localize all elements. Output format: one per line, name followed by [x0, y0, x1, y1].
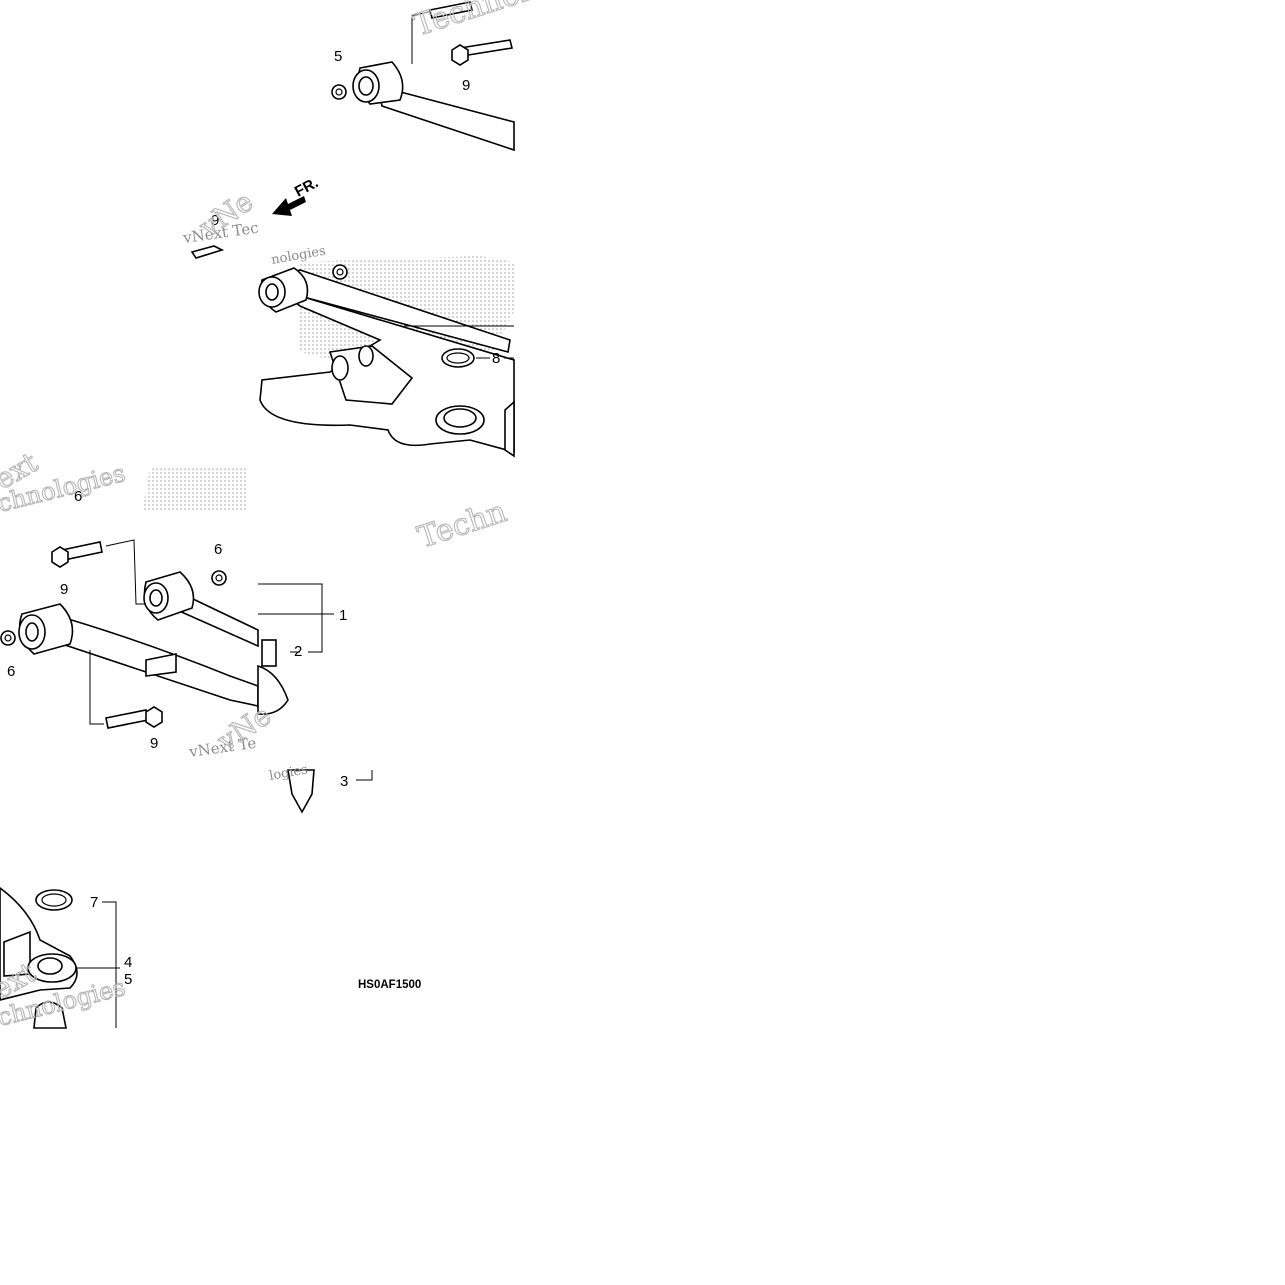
callout-1: 1 — [339, 607, 347, 624]
lower-arm-fragment — [142, 245, 515, 512]
callout-7: 7 — [90, 894, 98, 911]
front-direction-label: FR. — [292, 174, 321, 200]
top-arm-fragment — [331, 1, 515, 152]
callout-9c: 9 — [60, 581, 68, 598]
watermark-techn: Techn — [414, 494, 511, 555]
upper-arm-assembly — [0, 539, 373, 814]
callout-4: 4 — [124, 954, 132, 971]
callout-9b: 9 — [211, 212, 219, 229]
callout-5: 5 — [124, 971, 132, 988]
front-direction-arrow: FR. — [272, 174, 321, 216]
watermarks: Technol vNext Tec vNe nologies ext chnol… — [0, 0, 534, 1032]
callout-3: 3 — [340, 773, 348, 790]
callout-6c: 6 — [214, 541, 222, 558]
knuckle-fragment — [0, 887, 120, 1029]
callout-9d: 9 — [150, 735, 158, 752]
callout-6a: 5 — [334, 48, 342, 65]
callout-6b: 6 — [74, 488, 82, 505]
callout-8: 8 — [492, 350, 500, 367]
watermark-logies: logies — [268, 762, 309, 784]
callout-labels: 5 9 9 8 6 6 9 1 2 6 9 3 7 4 5 HS0AF1500 — [7, 48, 500, 991]
callout-2: 2 — [294, 643, 302, 660]
watermark-technol: Technol — [410, 0, 534, 44]
callout-9a: 9 — [462, 77, 470, 94]
callout-6d: 6 — [7, 663, 15, 680]
diagram-code: HS0AF1500 — [358, 979, 421, 991]
